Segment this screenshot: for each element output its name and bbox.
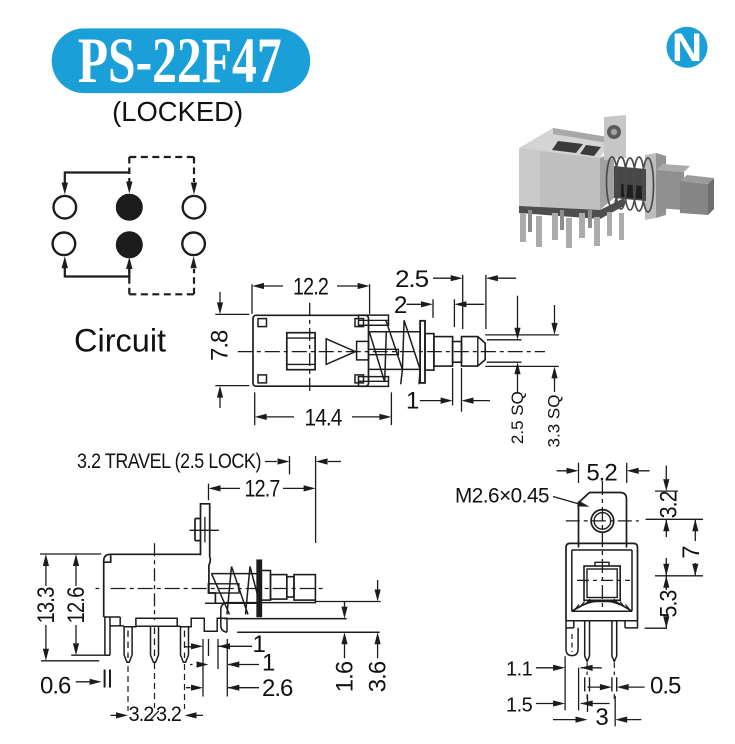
svg-text:1.5: 1.5	[506, 695, 533, 717]
svg-text:Circuit: Circuit	[74, 323, 166, 359]
svg-text:N: N	[672, 25, 702, 70]
svg-text:14.4: 14.4	[305, 405, 343, 432]
svg-text:3.3 SQ: 3.3 SQ	[545, 395, 564, 448]
svg-text:2.5 SQ: 2.5 SQ	[508, 391, 527, 444]
svg-text:(LOCKED): (LOCKED)	[112, 96, 243, 127]
svg-text:3.2 TRAVEL (2.5 LOCK): 3.2 TRAVEL (2.5 LOCK)	[77, 450, 261, 473]
svg-text:13.3: 13.3	[33, 587, 60, 624]
svg-text:12.7: 12.7	[245, 476, 281, 503]
svg-text:3: 3	[595, 704, 608, 731]
svg-text:1.1: 1.1	[506, 659, 533, 681]
svg-text:3.2: 3.2	[129, 703, 154, 726]
svg-text:0.6: 0.6	[40, 673, 71, 700]
svg-text:2.5: 2.5	[395, 266, 429, 293]
svg-text:M2.6×0.45: M2.6×0.45	[455, 485, 549, 508]
svg-text:1: 1	[253, 631, 266, 658]
svg-text:2: 2	[394, 292, 407, 319]
svg-text:3.6: 3.6	[365, 661, 392, 692]
svg-text:5.3: 5.3	[656, 590, 683, 618]
svg-text:12.2: 12.2	[293, 274, 329, 301]
svg-text:1: 1	[406, 388, 419, 415]
svg-text:2.6: 2.6	[262, 675, 293, 702]
svg-text:5.2: 5.2	[586, 460, 617, 487]
svg-text:7.8: 7.8	[207, 330, 234, 361]
svg-text:12.6: 12.6	[63, 587, 90, 624]
svg-text:3.2: 3.2	[656, 491, 683, 519]
svg-text:7: 7	[678, 546, 705, 559]
svg-text:0.5: 0.5	[650, 673, 681, 700]
svg-text:3.2: 3.2	[156, 703, 181, 726]
svg-text:1.6: 1.6	[332, 661, 359, 692]
svg-text:1: 1	[262, 650, 275, 677]
svg-text:PS-22F47: PS-22F47	[78, 25, 282, 97]
